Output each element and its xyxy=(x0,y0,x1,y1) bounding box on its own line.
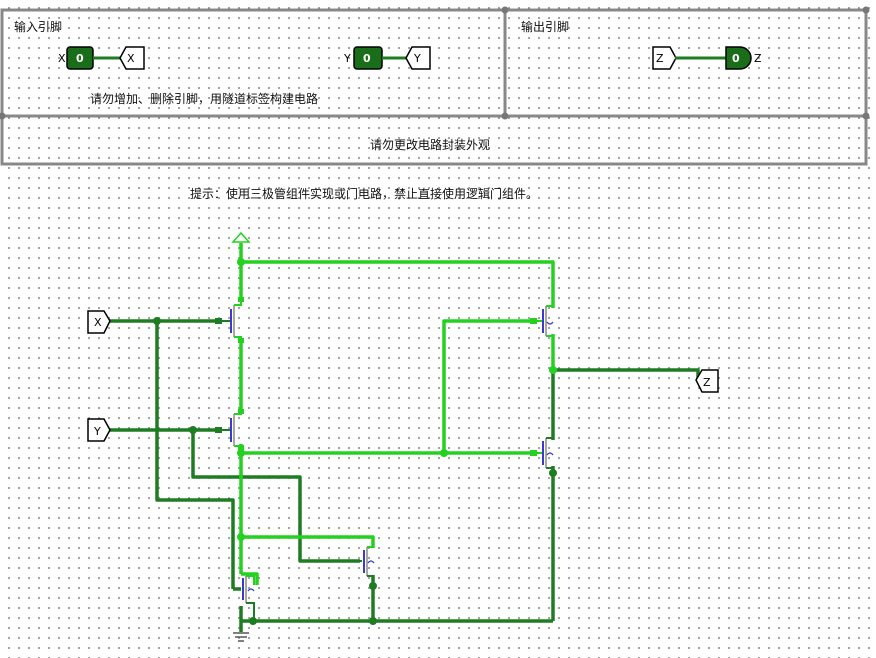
package-note: 请勿更改电路封装外观 xyxy=(370,137,490,152)
transistor-n-x[interactable] xyxy=(233,575,255,621)
svg-text:X: X xyxy=(127,52,135,65)
transistor-p-x[interactable] xyxy=(215,297,244,343)
input-panel-title: 输入引脚 xyxy=(14,19,62,34)
wires-light xyxy=(239,243,555,585)
input-pin-y-label: Y xyxy=(343,52,351,65)
ground-symbol xyxy=(233,632,249,642)
package-frame xyxy=(0,8,868,166)
tunnel-x-circuit: X xyxy=(87,310,111,334)
transistor-p-y[interactable] xyxy=(215,409,244,450)
input-pin-x-value: 0 xyxy=(76,52,84,65)
hint-text: 提示：使用三极管组件实现或门电路，禁止直接使用逻辑门组件。 xyxy=(190,186,538,201)
tunnel-z-top: Z xyxy=(652,46,677,70)
input-panel-note: 请勿增加、删除引脚，用隧道标签构建电路 xyxy=(90,91,318,106)
tunnel-y-top: Y xyxy=(405,46,431,70)
svg-text:Z: Z xyxy=(703,376,711,389)
output-pin-z-label: Z xyxy=(754,52,762,65)
output-panel-title: 输出引脚 xyxy=(521,19,569,34)
output-pin-z-value: 0 xyxy=(732,52,740,65)
svg-text:Y: Y xyxy=(413,52,421,65)
tunnel-y-circuit: Y xyxy=(87,418,111,442)
svg-text:X: X xyxy=(94,316,102,329)
input-pin-y-value: 0 xyxy=(363,52,371,65)
junctions xyxy=(153,258,557,625)
output-pin-z: 0 Z xyxy=(725,46,762,70)
tunnel-z-circuit: Z xyxy=(695,369,719,393)
tunnel-x-top: X xyxy=(119,46,145,70)
wires-dark xyxy=(108,319,700,632)
transistor-n-y[interactable] xyxy=(356,546,375,577)
input-pin-y[interactable]: Y 0 xyxy=(343,46,383,70)
power-symbol xyxy=(231,231,251,243)
transistor-n-out[interactable] xyxy=(530,437,554,469)
svg-text:Y: Y xyxy=(93,425,101,438)
input-pin-x-label: X xyxy=(58,52,66,65)
transistor-p-out[interactable] xyxy=(530,305,554,337)
input-pin-x[interactable]: X 0 xyxy=(58,46,94,70)
svg-text:Z: Z xyxy=(656,52,664,65)
